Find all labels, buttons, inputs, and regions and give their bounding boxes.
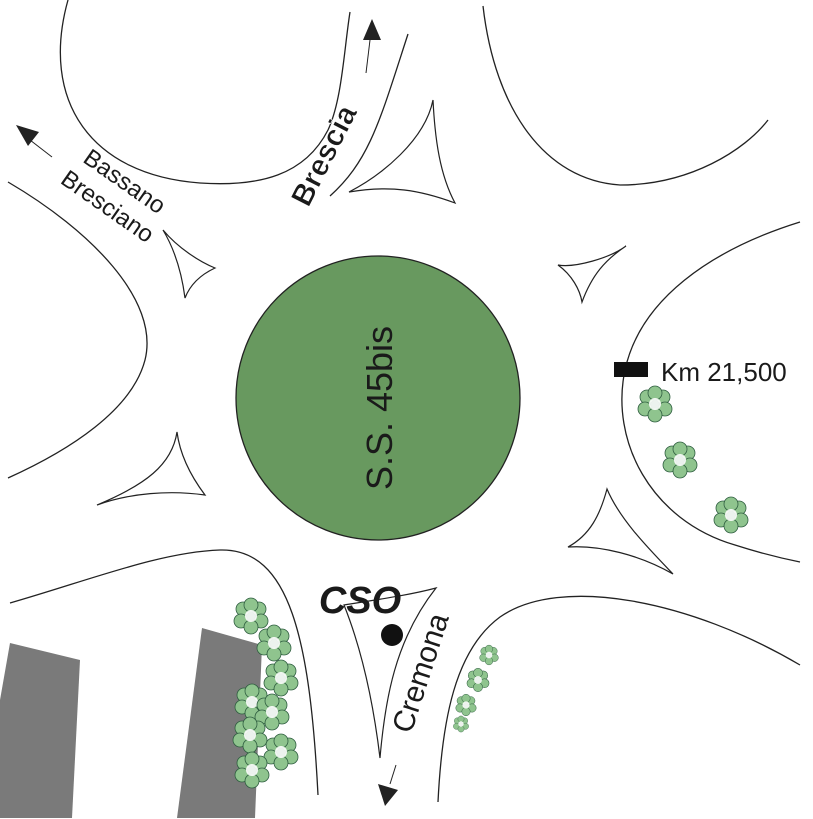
road-edges	[7, 0, 801, 803]
island-north	[348, 99, 457, 205]
tree-icon	[263, 659, 299, 697]
tree-icon	[233, 597, 269, 635]
tree-icon	[256, 624, 292, 662]
building-left	[0, 643, 80, 818]
island-east-lower	[567, 487, 674, 575]
site-dot-icon	[381, 624, 403, 646]
road-edge-east	[621, 221, 801, 563]
island-west-lower	[96, 431, 207, 506]
tree-icon	[455, 693, 477, 717]
center-label: S.S. 45bis	[359, 326, 400, 490]
direction-arrows	[16, 19, 398, 806]
road-edge-nw-top	[59, 0, 351, 185]
site-label: CSO	[319, 580, 401, 622]
tree-icon	[453, 715, 469, 733]
arrow-north-icon	[363, 19, 381, 74]
road-edge-sw	[9, 549, 319, 796]
island-northwest	[162, 229, 217, 299]
tree-icon	[263, 733, 299, 771]
label-brescia: Brescia	[285, 100, 364, 212]
buildings	[0, 628, 262, 818]
tree-icon	[466, 667, 490, 693]
tree-icon	[479, 644, 499, 666]
tree-cluster-small	[453, 644, 499, 733]
road-edge-ne	[482, 5, 769, 186]
roundabout-center	[235, 255, 521, 541]
road-edge-west	[7, 181, 148, 479]
milestone-icon	[614, 362, 648, 377]
tree-icon	[637, 385, 673, 423]
traffic-islands	[96, 99, 674, 759]
road-edge-ne-top	[329, 33, 409, 197]
road-edge-se	[437, 595, 801, 803]
island-east-upper	[557, 245, 627, 305]
island-south	[343, 586, 438, 759]
tree-icon	[713, 496, 749, 534]
arrow-northwest-icon	[16, 125, 53, 158]
arrow-south-icon	[378, 764, 398, 806]
milestone-label: Km 21,500	[661, 357, 787, 387]
tree-icon	[662, 441, 698, 479]
